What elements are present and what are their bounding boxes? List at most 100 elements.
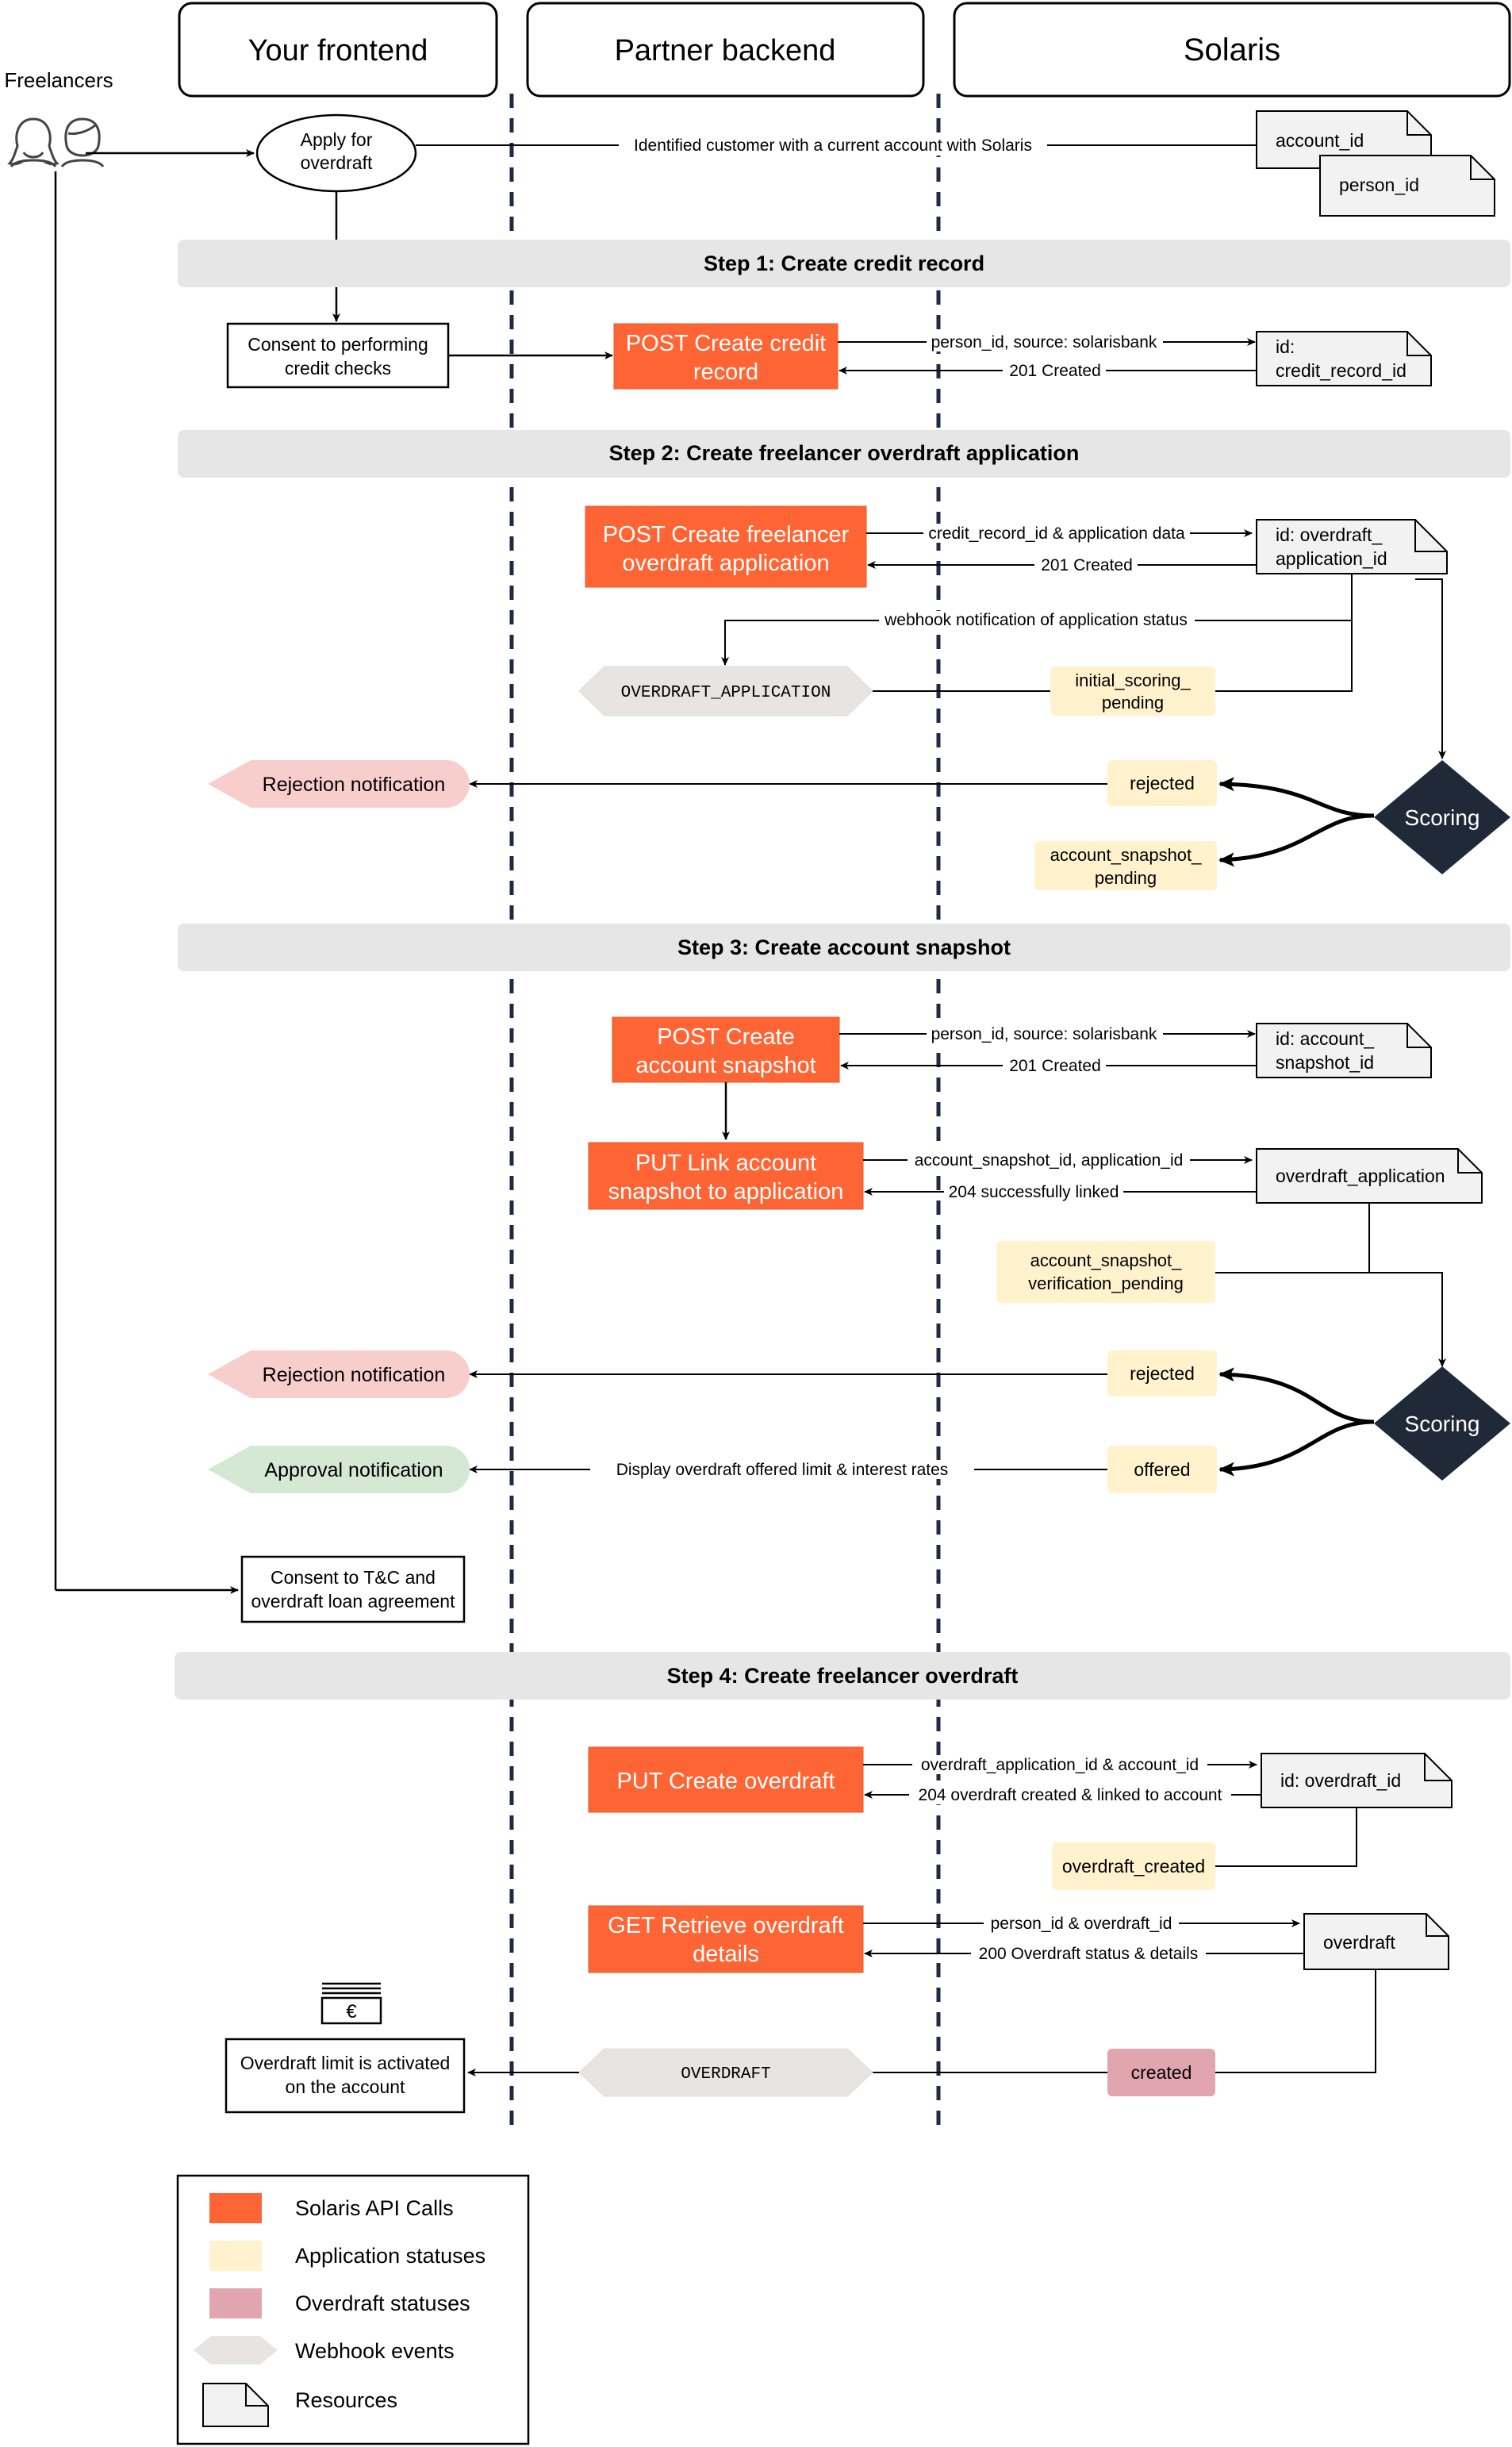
svg-text:Scoring: Scoring: [1405, 805, 1480, 830]
resource-to-verification-line: [1215, 1203, 1370, 1273]
svg-text:person_id: person_id: [1339, 175, 1419, 195]
get-overdraft-response-label: 200 Overdraft status & details: [979, 1945, 1199, 1963]
status-overdraft-created: overdraft_created: [1052, 1842, 1215, 1890]
svg-text:overdraft loan agreement: overdraft loan agreement: [251, 1591, 456, 1611]
status-rejected-2: rejected: [1107, 1350, 1217, 1396]
svg-text:Rejection notification: Rejection notification: [263, 774, 446, 796]
svg-text:Solaris: Solaris: [1184, 33, 1280, 67]
svg-text:Rejection notification: Rejection notification: [263, 1364, 446, 1386]
svg-text:Apply for: Apply for: [301, 129, 373, 150]
svg-text:pending: pending: [1095, 868, 1157, 888]
svg-text:id: account_: id: account_: [1276, 1028, 1375, 1049]
legend-swatch-od-status: [209, 2288, 262, 2318]
svg-text:GET Retrieve overdraft: GET Retrieve overdraft: [608, 1913, 844, 1938]
svg-text:overdraft_created: overdraft_created: [1062, 1856, 1205, 1877]
resource-to-created-status-line: [1215, 1807, 1357, 1867]
svg-text:OVERDRAFT_APPLICATION: OVERDRAFT_APPLICATION: [621, 684, 831, 702]
resource-overdraft-application: overdraft_application: [1256, 1148, 1483, 1204]
resource-credit-record-id: id: credit_record_id: [1256, 331, 1432, 386]
credit-record-response-label: 201 Created: [1009, 362, 1101, 380]
svg-text:offered: offered: [1134, 1459, 1190, 1480]
resource-overdraft-application-id: id: overdraft_ application_id: [1256, 519, 1448, 574]
legend-swatch-app-status: [209, 2241, 262, 2271]
status-offered: offered: [1107, 1446, 1217, 1493]
approval-notification: Approval notification: [208, 1446, 470, 1493]
arrow-to-scoring-2: [1369, 1272, 1446, 1367]
svg-text:overdraft_application: overdraft_application: [1276, 1166, 1445, 1186]
svg-text:rejected: rejected: [1130, 773, 1195, 793]
svg-text:credit_record_id: credit_record_id: [1276, 360, 1406, 381]
api-put-create-overdraft: PUT Create overdraft: [588, 1746, 864, 1813]
svg-text:PUT Create overdraft: PUT Create overdraft: [616, 1769, 835, 1794]
svg-text:snapshot to application: snapshot to application: [608, 1179, 844, 1204]
svg-text:Scoring: Scoring: [1405, 1412, 1480, 1436]
svg-text:id:: id:: [1276, 336, 1295, 357]
status-initial-scoring-pending: initial_scoring_ pending: [1050, 666, 1215, 716]
svg-text:application_id: application_id: [1276, 548, 1387, 569]
scoring-decision-1: Scoring: [1374, 760, 1510, 874]
status-to-resource-line: [1215, 574, 1353, 692]
svg-text:overdraft: overdraft: [301, 152, 373, 173]
resource-overdraft: overdraft: [1303, 1913, 1449, 1970]
resource-to-overdraft-status-line: [1215, 1969, 1376, 2073]
api-post-create-credit-record: POST Create credit record: [613, 323, 839, 390]
euro-banknote-icon: €: [320, 1982, 382, 2025]
svg-text:snapshot_id: snapshot_id: [1276, 1052, 1374, 1073]
status-account-snapshot-pending: account_snapshot_ pending: [1034, 841, 1217, 890]
svg-text:verification_pending: verification_pending: [1028, 1273, 1184, 1293]
link-response-label: 204 successfully linked: [949, 1183, 1119, 1201]
svg-text:Overdraft limit is activated: Overdraft limit is activated: [240, 2053, 451, 2073]
svg-text:OVERDRAFT: OVERDRAFT: [681, 2065, 770, 2084]
create-overdraft-response-label: 204 overdraft created & linked to accoun…: [919, 1786, 1222, 1804]
arrow-scoring-snapshot-pending: [1218, 813, 1375, 867]
svg-text:Step 4: Create freelancer over: Step 4: Create freelancer overdraft: [667, 1664, 1019, 1688]
status-account-snapshot-verification-pending: account_snapshot_ verification_pending: [996, 1241, 1215, 1303]
svg-text:Step 3: Create account snapsho: Step 3: Create account snapshot: [677, 935, 1011, 959]
legend-label-app-status: Application statuses: [295, 2244, 485, 2268]
consent-credit-checks: Consent to performing credit checks: [226, 322, 450, 389]
actor-label: Freelancers: [4, 68, 113, 92]
people-icon: [7, 117, 105, 167]
svg-text:account_snapshot_: account_snapshot_: [1030, 1250, 1183, 1270]
application-response-label: 201 Created: [1041, 556, 1133, 574]
step-4-bar: Step 4: Create freelancer overdraft: [175, 1652, 1510, 1700]
api-post-create-account-snapshot: POST Create account snapshot: [612, 1016, 840, 1083]
rejection-notification-1: Rejection notification: [208, 760, 470, 808]
svg-text:Step 2: Create freelancer over: Step 2: Create freelancer overdraft appl…: [609, 441, 1080, 465]
rejection-notification-2: Rejection notification: [208, 1350, 470, 1398]
legend: Solaris API Calls Application statuses O…: [176, 2174, 530, 2445]
legend-label-api: Solaris API Calls: [295, 2196, 454, 2220]
legend-swatch-webhook: [194, 2336, 278, 2364]
api-get-retrieve-overdraft: GET Retrieve overdraft details: [588, 1905, 864, 1973]
svg-text:initial_scoring_: initial_scoring_: [1075, 670, 1191, 690]
identified-customer-label: Identified customer with a current accou…: [634, 136, 1032, 155]
status-rejected-1: rejected: [1107, 760, 1217, 806]
svg-text:record: record: [693, 359, 758, 385]
resource-account-id: account_id: [1256, 110, 1432, 169]
svg-text:€: €: [346, 2001, 357, 2023]
svg-text:POST Create freelancer: POST Create freelancer: [603, 522, 850, 547]
resource-overdraft-id: id: overdraft_id: [1261, 1753, 1453, 1808]
arrow-scoring-rejected-2: [1218, 1367, 1375, 1424]
svg-text:credit checks: credit checks: [285, 358, 391, 378]
status-created: created: [1107, 2049, 1215, 2096]
get-overdraft-request-label: person_id & overdraft_id: [991, 1915, 1172, 1933]
link-request-label: account_snapshot_id, application_id: [915, 1151, 1184, 1170]
webhook-event-overdraft-application: OVERDRAFT_APPLICATION: [578, 666, 873, 716]
snapshot-request-label: person_id, source: solarisbank: [931, 1025, 1157, 1043]
svg-text:created: created: [1131, 2062, 1192, 2083]
svg-text:account snapshot: account snapshot: [635, 1053, 815, 1078]
credit-record-request-label: person_id, source: solarisbank: [931, 333, 1157, 351]
lane-header-backend: Partner backend: [526, 2, 925, 98]
svg-text:Step 1: Create credit record: Step 1: Create credit record: [704, 252, 984, 275]
application-request-label: credit_record_id & application data: [928, 524, 1185, 543]
svg-text:rejected: rejected: [1130, 1363, 1195, 1384]
legend-swatch-resource: [202, 2383, 269, 2427]
arrow-scoring-offered: [1218, 1419, 1375, 1477]
webhook-notification-label: webhook notification of application stat…: [884, 611, 1188, 629]
overdraft-limit-activated: Overdraft limit is activated on the acco…: [224, 2038, 466, 2114]
svg-text:Consent to performing: Consent to performing: [248, 334, 428, 355]
legend-label-resources: Resources: [295, 2388, 397, 2412]
svg-text:id: overdraft_id: id: overdraft_id: [1280, 1770, 1401, 1791]
